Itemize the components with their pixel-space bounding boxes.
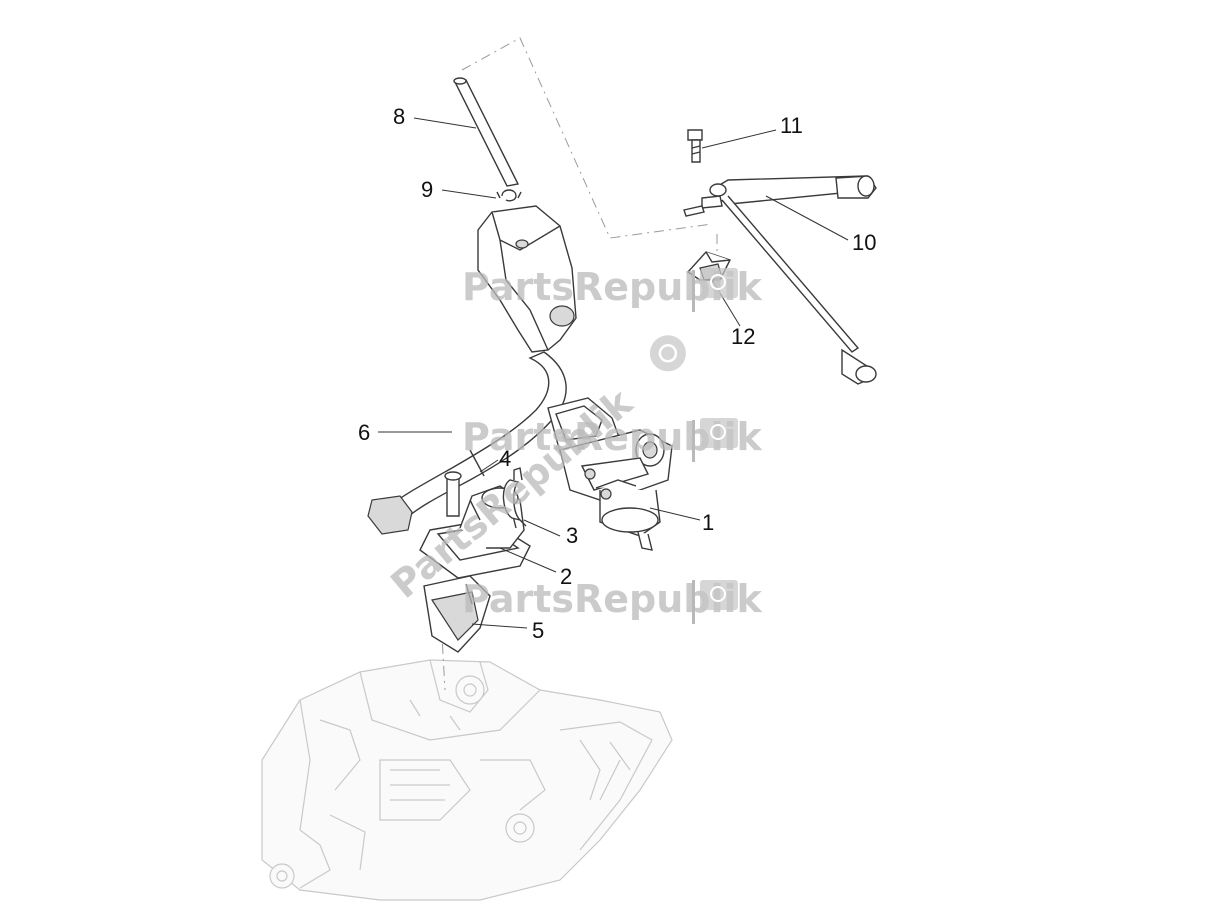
watermark-middle: PartsRepublik — [462, 415, 763, 462]
engine-block-ghost — [261, 659, 673, 901]
part-10-starter-cable — [683, 175, 877, 385]
callout-2: 2 — [560, 564, 572, 589]
callout-5: 5 — [532, 618, 544, 643]
watermark-bar — [692, 270, 695, 312]
callout-9: 9 — [421, 177, 433, 202]
part-air-cover — [477, 205, 577, 353]
part-11-bolt — [687, 129, 703, 163]
gear-flag-icon — [700, 580, 738, 610]
part-5-reed-valve — [423, 575, 491, 653]
callout-10: 10 — [852, 230, 876, 255]
part-1-carburetor — [547, 397, 673, 551]
watermark-bar — [692, 420, 695, 462]
callout-8: 8 — [393, 104, 405, 129]
gear-flag-icon — [700, 268, 738, 298]
callout-3: 3 — [566, 523, 578, 548]
watermark-top: PartsRepublik — [462, 265, 763, 312]
callout-labels: 8 9 6 4 3 2 5 1 10 11 12 — [358, 104, 876, 643]
gear-flag-icon — [649, 335, 686, 372]
callout-4: 4 — [499, 446, 511, 471]
watermark-bar — [692, 580, 695, 624]
callout-1: 1 — [702, 510, 714, 535]
gear-flag-icon — [700, 418, 738, 448]
part-8-tube — [453, 77, 520, 187]
leader-lines — [378, 117, 849, 629]
watermark-bottom: PartsRepublik — [462, 577, 763, 624]
callout-11: 11 — [780, 113, 803, 138]
part-4-screw — [444, 471, 462, 517]
part-9-clamp — [496, 189, 522, 202]
callout-6: 6 — [358, 420, 370, 445]
callout-12: 12 — [731, 324, 755, 349]
part-3-clamp — [502, 467, 527, 527]
